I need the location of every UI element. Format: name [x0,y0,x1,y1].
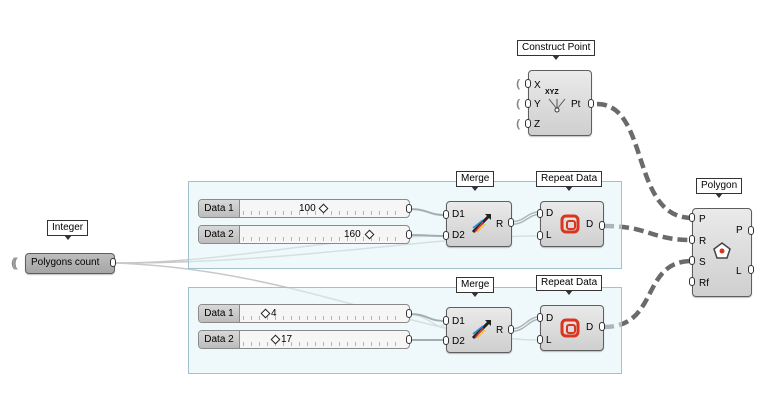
output-pt-label: Pt [571,99,581,110]
merge-tag-2: Merge [456,277,495,297]
merge2-d1-pin[interactable] [443,316,449,325]
signal-icon: ((( [11,255,18,270]
integer-tag: Integer [47,220,89,240]
slider-name: Data 2 [199,331,240,348]
repeat-data-tag-1: Repeat Data [536,171,603,191]
construct-point-z-pin[interactable] [525,119,531,128]
polygon-input-p-label: P [699,214,706,225]
polygon-input-s-label: S [699,257,706,268]
polygon-tag: Polygon [696,178,743,198]
merge-output-r-label: R [496,325,504,336]
merge-input-d2-label: D2 [452,230,465,241]
merge-tag-1: Merge [456,171,495,191]
repeat-output-d-label: D [586,219,594,230]
slider-g1-data2-output-pin[interactable] [406,230,412,239]
slider-name: Data 2 [199,226,240,243]
repeat1-out-pin[interactable] [599,221,605,230]
repeat-input-d-label: D [546,313,554,324]
signal-icon-x: (( [516,78,521,90]
construct-point-pt-pin[interactable] [588,99,594,108]
polygon-out-p-pin[interactable] [748,226,754,235]
polygon-input-rf-label: Rf [699,278,709,289]
polygon-icon [713,242,731,259]
slider-g2-data1-output-pin[interactable] [406,309,412,318]
polygon-r-pin[interactable] [689,235,695,244]
merge-component-1[interactable]: D1 D2 R [446,201,512,247]
merge-icon [471,214,491,234]
merge2-d2-pin[interactable] [443,336,449,345]
slider-name: Data 1 [199,200,240,217]
polygons-count-label: Polygons count [31,257,100,268]
repeat-data-component-2[interactable]: D L D [540,305,604,351]
slider-g1-data1-output-pin[interactable] [406,204,412,213]
polygon-rf-pin[interactable] [689,277,695,286]
slider-value: 100 [299,203,316,214]
repeat-data-tag-2: Repeat Data [536,275,603,295]
repeat-data-component-1[interactable]: D L D [540,201,604,247]
repeat2-out-pin[interactable] [599,322,605,331]
polygon-output-l-label: L [736,266,742,277]
xyz-point-icon: XYZ [545,89,569,115]
repeat-output-d-label: D [586,322,594,333]
repeat2-l-pin[interactable] [537,335,543,344]
repeat-icon [560,214,580,234]
construct-point-component[interactable]: X Y Z Pt XYZ [528,70,592,136]
merge1-r-pin[interactable] [508,218,514,227]
slider-g2-data2[interactable]: Data 2 17 [198,330,410,349]
construct-point-y-pin[interactable] [525,99,531,108]
repeat1-d-pin[interactable] [537,209,543,218]
merge2-r-pin[interactable] [508,325,514,334]
slider-g2-data1[interactable]: Data 1 4 [198,304,410,323]
merge-input-d2-label: D2 [452,336,465,347]
polygon-component[interactable]: P R S Rf P L [692,208,752,297]
polygon-s-pin[interactable] [689,256,695,265]
repeat-input-l-label: L [546,230,552,241]
polygons-count-param[interactable]: Polygons count [25,253,115,274]
polygon-output-p-label: P [736,225,743,236]
merge-component-2[interactable]: D1 D2 R [446,307,512,353]
merge-input-d1-label: D1 [452,316,465,327]
slider-value: 160 [344,229,361,240]
merge-icon [471,320,491,340]
input-y-label: Y [534,99,541,110]
slider-g1-data2[interactable]: Data 2 160 [198,225,410,244]
merge1-d2-pin[interactable] [443,231,449,240]
slider-value: 17 [281,334,293,345]
merge-output-r-label: R [496,219,504,230]
input-x-label: X [534,80,541,91]
polygon-out-l-pin[interactable] [748,265,754,274]
polygons-count-output-pin[interactable] [110,258,116,267]
repeat-icon [560,318,580,338]
wire-repeat1-to-polygon-R [603,223,693,243]
polygon-p-pin[interactable] [689,213,695,222]
slider-g2-data2-output-pin[interactable] [406,335,412,344]
repeat-input-d-label: D [546,208,554,219]
signal-icon-z: (( [516,118,521,130]
signal-icon-y: (( [516,98,521,110]
slider-value: 4 [271,308,277,319]
merge-input-d1-label: D1 [452,209,465,220]
input-z-label: Z [534,119,541,130]
merge1-d1-pin[interactable] [443,210,449,219]
polygon-input-r-label: R [699,236,707,247]
slider-g1-data1[interactable]: Data 1 100 [198,199,410,218]
wire-point-to-polygon-P [596,101,693,221]
construct-point-tag: Construct Point [517,40,596,60]
construct-point-x-pin[interactable] [525,79,531,88]
repeat-input-l-label: L [546,335,552,346]
repeat1-l-pin[interactable] [537,231,543,240]
slider-name: Data 1 [199,305,240,322]
repeat2-d-pin[interactable] [537,313,543,322]
